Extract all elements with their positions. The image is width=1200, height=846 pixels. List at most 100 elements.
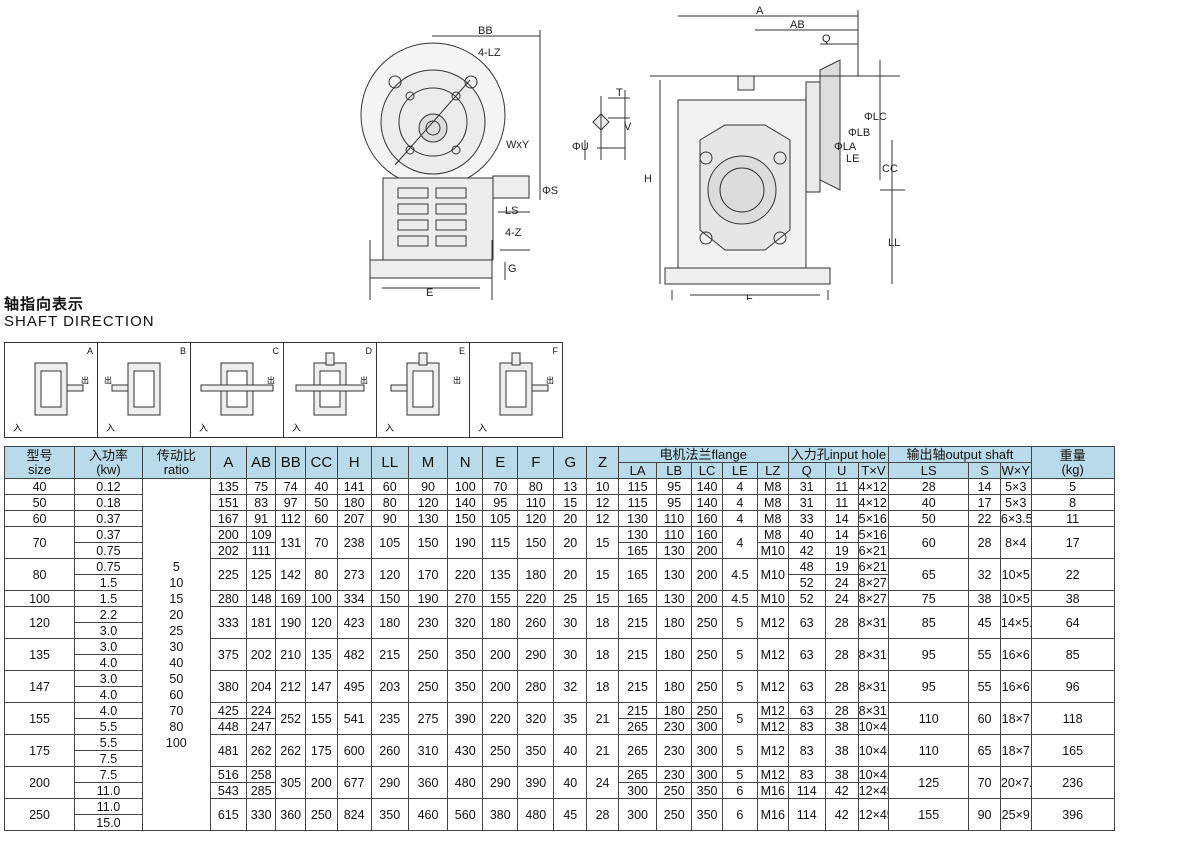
table-cell: 6×3.5 [999, 510, 1032, 527]
table-cell: 250 [656, 798, 693, 831]
table-cell: 334 [336, 590, 372, 607]
table-cell: 50 [888, 510, 970, 527]
table-cell: 250 [407, 638, 449, 671]
table-cell: 70 [482, 478, 519, 495]
table-cell: 105 [482, 510, 519, 527]
power-cell: 1.5 [74, 590, 143, 607]
table-cell: 160 [691, 510, 723, 527]
dim-ll: LL [888, 237, 900, 249]
table-cell: 110 [517, 494, 555, 511]
header-weight: 重量(kg) [1030, 446, 1115, 479]
table-cell: 63 [787, 606, 826, 639]
table-cell: 5 [721, 734, 758, 767]
table-cell: 151 [209, 494, 247, 511]
table-cell: 38 [1030, 590, 1115, 607]
table-cell: 109 [245, 526, 277, 543]
table-cell: 64 [1030, 606, 1115, 639]
output-label: 出 [546, 375, 554, 385]
table-cell: 5 [721, 670, 758, 703]
table-cell: 95 [482, 494, 519, 511]
table-cell: 28 [824, 670, 859, 703]
header-la: LA [617, 462, 658, 479]
table-cell: 120 [370, 558, 409, 591]
table-cell: 75 [245, 478, 277, 495]
gearbox-icon: 入出 [385, 352, 461, 434]
size-cell: 155 [3, 702, 76, 735]
table-cell: 4 [721, 478, 758, 495]
table-cell: 83 [787, 766, 826, 783]
gearbox-icon: 入出 [13, 362, 89, 434]
header-g: G [553, 446, 588, 479]
table-cell: 91 [245, 510, 277, 527]
table-cell: 65 [888, 558, 970, 591]
ratio-value: 70 [169, 703, 184, 718]
table-cell: 96 [1030, 670, 1115, 703]
table-cell: 70 [304, 526, 338, 559]
table-cell: 220 [447, 558, 484, 591]
table-cell: 118 [1030, 702, 1115, 735]
table-cell: 230 [656, 734, 693, 767]
size-cell: 200 [3, 766, 76, 799]
table-cell: 215 [617, 702, 658, 719]
gearbox-icon: 入出 [104, 362, 161, 434]
table-cell: 252 [275, 702, 306, 735]
table-cell: 28 [824, 606, 859, 639]
header-m: M [407, 446, 449, 479]
table-cell: 169 [275, 590, 306, 607]
table-cell: 150 [517, 526, 555, 559]
table-cell: M12 [756, 638, 789, 671]
table-cell: 300 [617, 782, 658, 799]
table-cell: 260 [370, 734, 409, 767]
table-cell: 24 [586, 766, 619, 799]
table-cell: 250 [656, 782, 693, 799]
table-cell: 11 [824, 494, 859, 511]
table-cell: 200 [691, 558, 723, 591]
shaft-direction-heading: 轴指向表示 SHAFT DIRECTION [4, 296, 155, 330]
table-cell: 180 [656, 638, 693, 671]
table-cell: 25×9 [999, 798, 1032, 831]
table-cell: 111 [245, 542, 277, 559]
power-cell: 11.0 [74, 798, 143, 815]
table-cell: 50 [304, 494, 338, 511]
size-cell: 70 [3, 526, 76, 559]
table-cell: 180 [656, 606, 693, 639]
size-cell: 50 [3, 494, 76, 511]
table-cell: 203 [370, 670, 409, 703]
table-cell: 125 [888, 766, 970, 799]
table-cell: 24 [824, 590, 859, 607]
table-cell: 40 [888, 494, 970, 511]
header-n: N [447, 446, 484, 479]
dim-lb: ΦLB [848, 127, 870, 139]
table-cell: 21 [586, 734, 619, 767]
table-cell: 30 [553, 606, 588, 639]
size-cell: 135 [3, 638, 76, 671]
table-cell: 28 [824, 702, 859, 719]
table-cell: 40 [553, 734, 588, 767]
table-cell: 8×31.3 [857, 638, 890, 671]
table-cell: 310 [407, 734, 449, 767]
table-cell: 350 [691, 782, 723, 799]
table-cell: 202 [245, 638, 277, 671]
table-cell: 131 [275, 526, 306, 559]
table-cell: 40 [553, 766, 588, 799]
table-cell: M10 [756, 590, 789, 607]
table-cell: 80 [517, 478, 555, 495]
table-row: 4.0 [5, 686, 1196, 703]
size-cell: 100 [3, 590, 76, 607]
table-cell: 350 [447, 670, 484, 703]
dim-v: V [624, 121, 632, 133]
table-cell: 112 [275, 510, 306, 527]
table-cell: 95 [888, 670, 970, 703]
table-cell: 10×41.3 [857, 718, 890, 735]
table-cell: 10×5 [999, 590, 1032, 607]
table-cell: 4.5 [721, 590, 758, 607]
table-cell: 541 [336, 702, 372, 735]
